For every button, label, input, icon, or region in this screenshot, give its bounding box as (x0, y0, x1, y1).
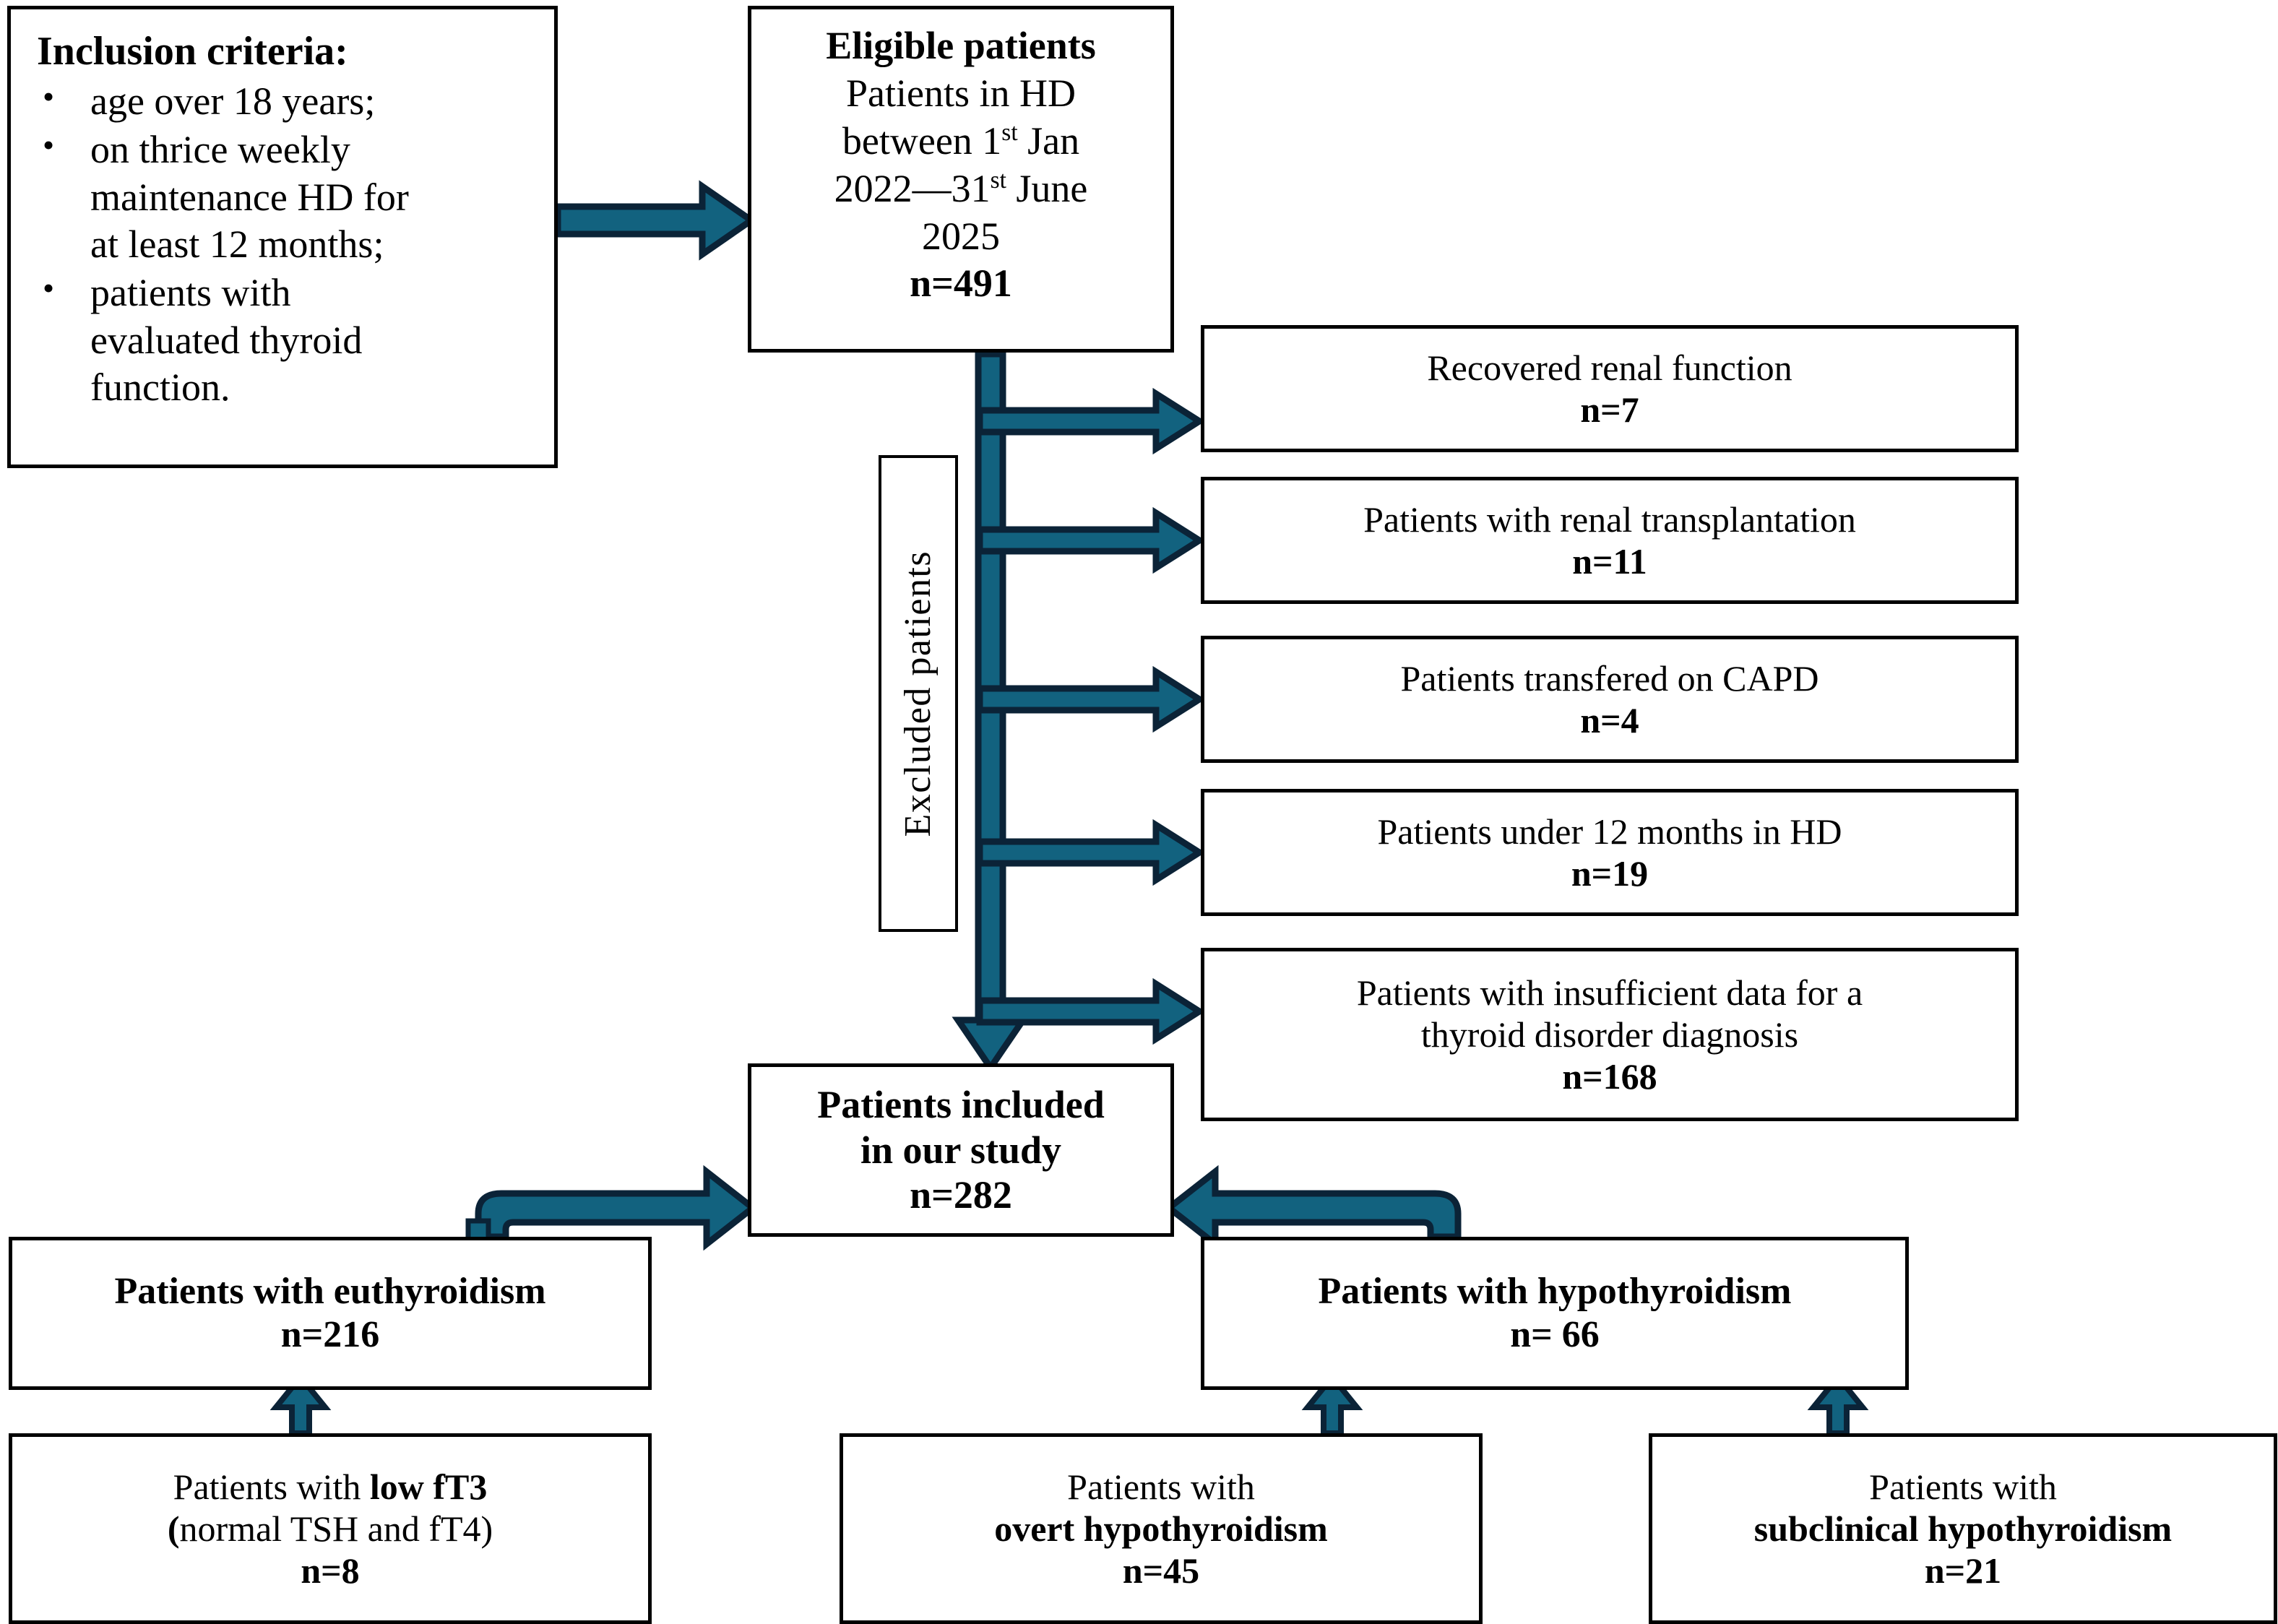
eligible-line-2: between 1st Jan (842, 118, 1079, 165)
arrow-branch-under-12-months (976, 819, 1206, 886)
eligible-line-1: Patients in HD (846, 71, 1076, 115)
exclusion-3-count: n=19 (1571, 853, 1649, 894)
low-ft3-line-2-paren: ( (167, 1508, 180, 1549)
inclusion-item-2-line-0: patients with (90, 271, 291, 315)
arrow-branch-recovered-renal-function (976, 387, 1206, 455)
arrow-branch-transfered-capd (976, 665, 1206, 733)
inclusion-item-1-line-2: at least 12 months; (90, 222, 384, 266)
low-ft3-line-2-rest: normal TSH and fT4) (179, 1508, 493, 1549)
subclinical-line-2: subclinical hypothyroidism (1753, 1508, 2173, 1549)
included-count: n=282 (910, 1173, 1012, 1217)
inclusion-criteria-title: Inclusion criteria: (37, 29, 348, 74)
exclusion-2-count: n=4 (1580, 700, 1639, 740)
exclusion-4-line-0: Patients with insufficient data for a (1356, 972, 1863, 1013)
exclusion-0-count: n=7 (1580, 389, 1639, 430)
eligible-line-2-sup: st (1001, 118, 1018, 146)
exclusion-4-count: n=168 (1562, 1056, 1657, 1097)
inclusion-criteria-list: age over 18 years; on thrice weekly main… (37, 77, 409, 413)
subclinical-count: n=21 (1924, 1550, 2002, 1591)
exclusion-0-line-0: Recovered renal function (1427, 347, 1792, 388)
arrow-branch-renal-transplantation (976, 506, 1206, 574)
arrow-inclusion-to-eligible (554, 180, 757, 261)
included-line-2: in our study (860, 1128, 1062, 1172)
patients-included-box: Patients included in our study n=282 (748, 1063, 1174, 1237)
inclusion-item-2-line-2: function. (90, 365, 230, 409)
eligible-title: Eligible patients (826, 24, 1096, 67)
euthyroid-count: n=216 (280, 1314, 380, 1355)
eligible-line-3-sup: st (990, 166, 1006, 194)
eligible-line-2-pre: between 1 (842, 118, 1002, 163)
exclusion-4-line-1: thyroid disorder diagnosis (1420, 1014, 1799, 1055)
subclinical-line-1: Patients with (1869, 1467, 2057, 1507)
low-ft3-line-1: Patients with low fT3 (173, 1466, 488, 1508)
eligible-line-4: 2025 (922, 214, 1000, 258)
inclusion-item-1-line-1: maintenance HD for (90, 175, 409, 219)
excluded-patients-label: Excluded patients (897, 550, 939, 837)
euthyroid-group-box: Patients with euthyroidism n=216 (9, 1237, 652, 1390)
low-ft3-line-1-pre: Patients with (173, 1467, 370, 1507)
exclusion-box-transfered-capd: Patients transfered on CAPD n=4 (1201, 636, 2019, 763)
overt-count: n=45 (1122, 1550, 1200, 1591)
arrow-eligible-trunk (952, 350, 1030, 1074)
arrow-hypothyroid-to-included (1163, 1165, 1462, 1251)
excluded-patients-label-box: Excluded patients (879, 455, 958, 932)
exclusion-box-under-12-months-hd: Patients under 12 months in HD n=19 (1201, 789, 2019, 916)
hypothyroid-count: n= 66 (1510, 1314, 1600, 1355)
eligible-patients-box: Eligible patients Patients in HD between… (748, 6, 1174, 353)
exclusion-box-recovered-renal-function: Recovered renal function n=7 (1201, 325, 2019, 452)
hypothyroid-label: Patients with hypothyroidism (1318, 1270, 1792, 1312)
inclusion-criteria-box: Inclusion criteria: age over 18 years; o… (7, 6, 558, 468)
arrow-euthyroid-to-included (475, 1165, 759, 1251)
overt-line-2: overt hypothyroidism (994, 1508, 1328, 1549)
overt-line-1: Patients with (1067, 1467, 1255, 1507)
low-ft3-count: n=8 (301, 1550, 360, 1591)
euthyroid-label: Patients with euthyroidism (114, 1270, 546, 1312)
overt-hypothyroidism-subgroup-box: Patients with overt hypothyroidism n=45 (840, 1433, 1483, 1624)
included-line-1: Patients included (817, 1083, 1105, 1127)
eligible-line-2-post: Jan (1017, 118, 1080, 163)
eligible-count: n=491 (910, 262, 1012, 306)
exclusion-box-renal-transplantation: Patients with renal transplantation n=11 (1201, 477, 2019, 604)
arrow-branch-insufficient-data (976, 977, 1206, 1045)
list-item: age over 18 years; (37, 77, 409, 125)
eligible-line-3-post: June (1006, 166, 1088, 210)
inclusion-item-2-line-1: evaluated thyroid (90, 318, 363, 362)
low-ft3-line-1-bold: low fT3 (369, 1467, 488, 1507)
exclusion-3-line-0: Patients under 12 months in HD (1377, 811, 1842, 852)
low-ft3-line-2: (normal TSH and fT4) (168, 1508, 493, 1550)
hypothyroid-group-box: Patients with hypothyroidism n= 66 (1201, 1237, 1909, 1390)
subclinical-hypothyroidism-subgroup-box: Patients with subclinical hypothyroidism… (1649, 1433, 2277, 1624)
list-item: on thrice weekly maintenance HD for at l… (37, 125, 409, 268)
inclusion-item-1-line-0: on thrice weekly (90, 128, 350, 172)
low-ft3-subgroup-box: Patients with low fT3 (normal TSH and fT… (9, 1433, 652, 1624)
exclusion-1-line-0: Patients with renal transplantation (1363, 499, 1856, 540)
eligible-line-3-pre: 2022—31 (834, 166, 991, 210)
exclusion-1-count: n=11 (1572, 541, 1647, 582)
inclusion-item-0-line-0: age over 18 years; (90, 79, 376, 123)
eligible-line-3: 2022—31st June (834, 165, 1088, 213)
list-item: patients with evaluated thyroid function… (37, 268, 409, 411)
exclusion-box-insufficient-data: Patients with insufficient data for a th… (1201, 948, 2019, 1121)
exclusion-2-line-0: Patients transfered on CAPD (1400, 658, 1819, 699)
